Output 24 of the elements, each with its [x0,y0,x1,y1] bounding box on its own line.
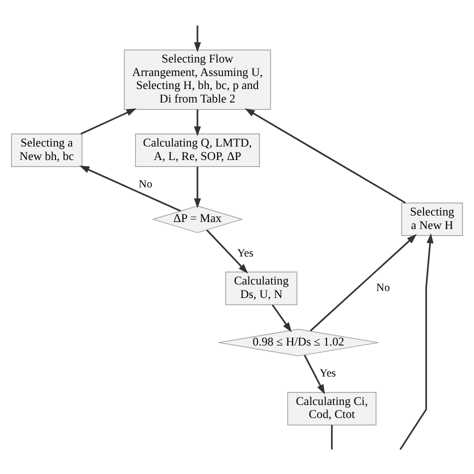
node-box: Calculating Ds, U, N [225,271,298,305]
arrow [206,228,248,274]
node-box: Selecting Flow Arrangement, Assuming U, Selecting H, bh, bc, p and Di from Table 2 [124,49,271,110]
node-box: Selecting a New bh, bc [11,133,82,166]
node-box: Calculating Ci, Cod, Ctot [287,391,376,425]
arrow [194,109,201,136]
arrow [310,234,417,331]
node-box: Calculating Q, LMTD, A, L, Re, SOP, ΔP [135,133,260,166]
edge-label: No [376,281,390,294]
arrow [400,232,434,450]
connector [331,424,333,449]
node-diamond: ΔP = Max [152,205,244,233]
arrow [304,354,325,394]
edge-label: Yes [320,367,336,380]
arrow [272,304,292,332]
edge-label: Yes [237,246,254,259]
node-box: Selecting a New H [401,202,463,236]
arrow [194,25,201,52]
arrow [80,108,136,134]
edge-label: No [138,178,152,190]
arrow [244,108,406,203]
arrow [79,165,181,212]
arrow [194,166,201,208]
node-diamond: 0.98 ≤ H/Ds ≤ 1.02 [218,328,379,356]
